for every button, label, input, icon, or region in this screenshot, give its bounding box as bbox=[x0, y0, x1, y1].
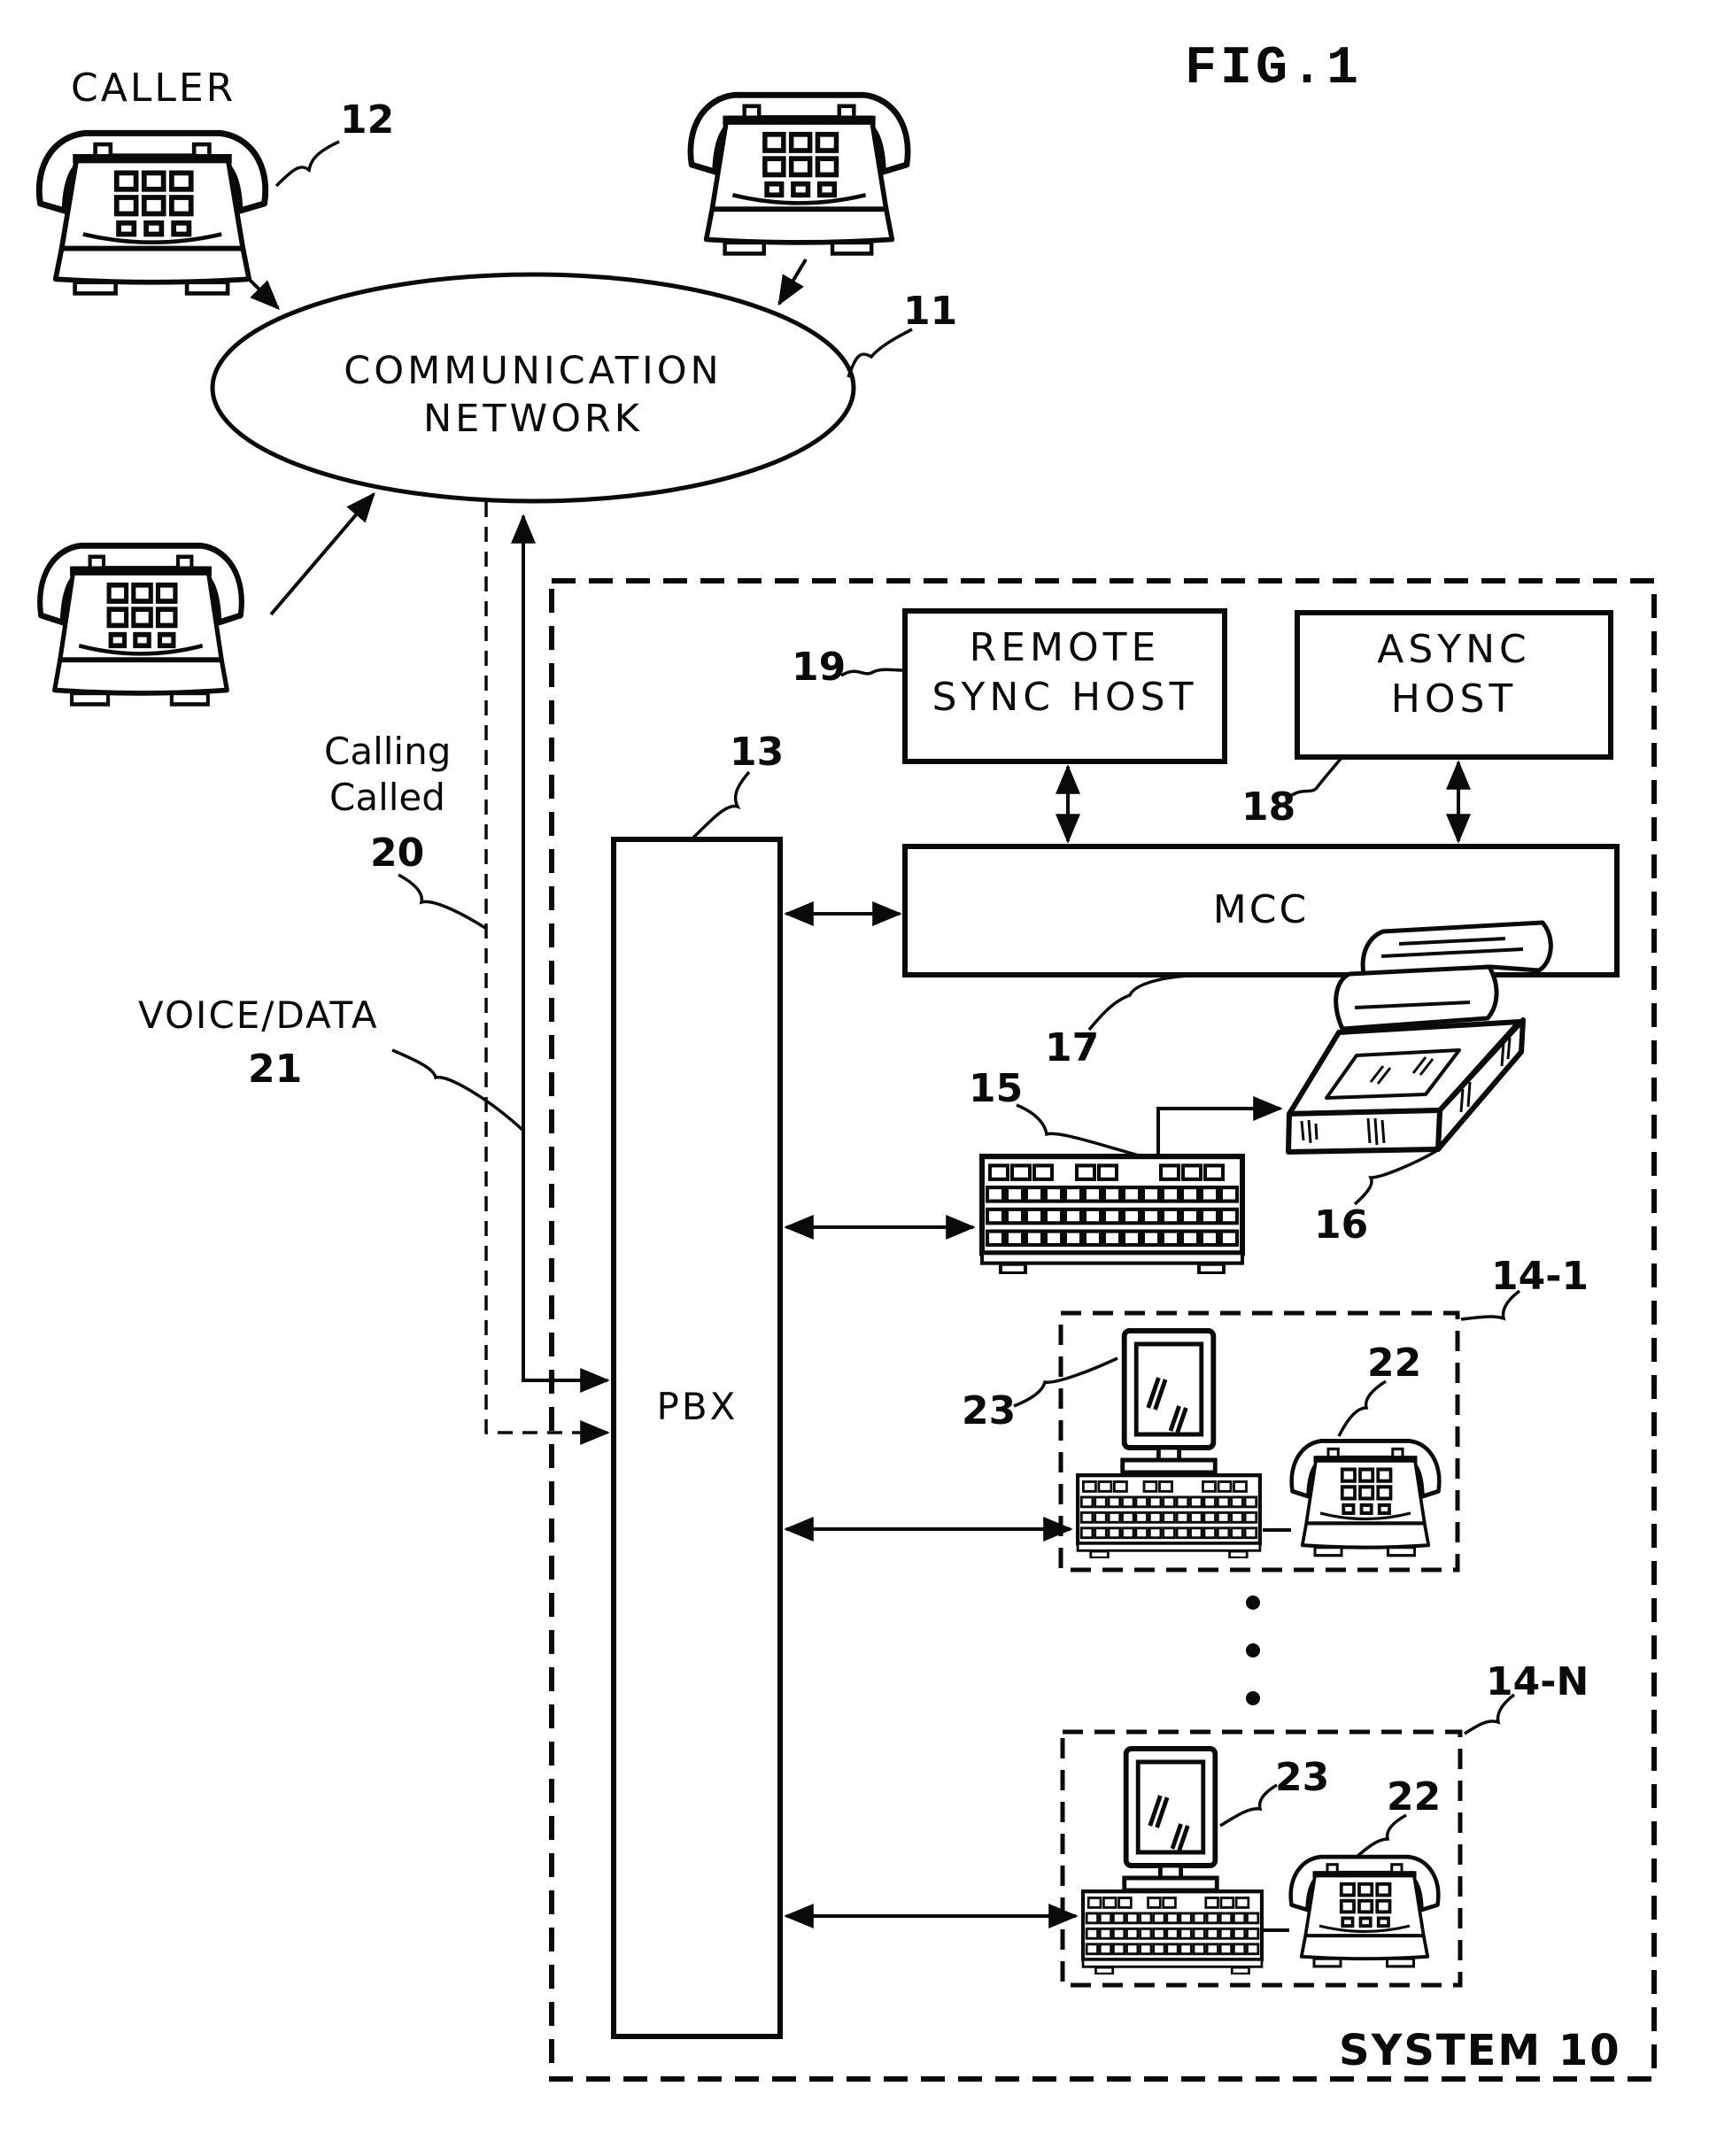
remote-sync-host-box bbox=[902, 608, 1227, 764]
leader-21 bbox=[391, 1048, 524, 1132]
telephone-icon-top bbox=[691, 95, 908, 253]
ref-12: 12 bbox=[340, 97, 395, 143]
ref-17: 17 bbox=[1045, 1025, 1100, 1070]
figure-title: FIG.1 bbox=[1185, 39, 1363, 99]
remote-sync-host-line2: SYNC HOST bbox=[932, 675, 1198, 720]
network-label-line2: NETWORK bbox=[422, 397, 644, 441]
calling-label: Calling bbox=[324, 730, 452, 773]
key-console-icon-wsn bbox=[1083, 1891, 1262, 1974]
async-host-line1: ASYNC bbox=[1377, 627, 1531, 672]
ref-23-ws1: 23 bbox=[962, 1388, 1017, 1433]
crt-monitor-icon-ws1 bbox=[1123, 1331, 1216, 1472]
leader-14-1 bbox=[1460, 1289, 1521, 1321]
leader-13 bbox=[688, 770, 751, 843]
ref-13: 13 bbox=[730, 730, 785, 775]
leader-22-1 bbox=[1337, 1379, 1387, 1437]
workstation-n-box bbox=[1060, 1729, 1463, 1988]
leader-12 bbox=[275, 140, 340, 188]
calling-called-line bbox=[484, 502, 610, 1445]
voice-data-line bbox=[511, 514, 610, 1393]
ref-14-1: 14-1 bbox=[1491, 1254, 1589, 1299]
reference-leaders bbox=[275, 140, 1521, 1862]
telephone-icon-wsn bbox=[1291, 1857, 1439, 1967]
voice-data-label: VOICE/DATA bbox=[138, 993, 379, 1037]
telephone-icon-lower-left bbox=[40, 545, 242, 704]
network-ellipse bbox=[210, 272, 856, 504]
async-host-line2: HOST bbox=[1390, 676, 1518, 722]
async-host-box bbox=[1295, 610, 1613, 760]
network-label-line1: COMMUNICATION bbox=[344, 349, 723, 393]
workstation-1-box bbox=[1058, 1310, 1460, 1573]
caller-label: CALLER bbox=[71, 66, 236, 111]
leader-17 bbox=[1087, 974, 1189, 1032]
remote-sync-host-line1: REMOTE bbox=[969, 625, 1161, 670]
leader-23-n bbox=[1219, 1783, 1278, 1828]
leader-14-n bbox=[1464, 1693, 1516, 1735]
arrow-lower-phone-to-network bbox=[269, 491, 375, 616]
ref-11: 11 bbox=[903, 289, 958, 334]
telephone-icon-ws1 bbox=[1292, 1441, 1440, 1555]
ref-21: 21 bbox=[248, 1047, 303, 1092]
leader-22-n bbox=[1351, 1813, 1407, 1862]
system-label: SYSTEM 10 bbox=[1339, 2026, 1621, 2075]
key-console-icon-ws1 bbox=[1078, 1475, 1260, 1557]
crt-monitor-icon-wsn bbox=[1125, 1749, 1218, 1890]
ref-20: 20 bbox=[370, 831, 425, 876]
pbx-label: PBX bbox=[656, 1385, 739, 1428]
ref-16: 16 bbox=[1314, 1202, 1369, 1248]
ref-14-n: 14-N bbox=[1486, 1659, 1589, 1704]
pbx-box bbox=[611, 837, 783, 2039]
ref-22-ws1: 22 bbox=[1367, 1341, 1422, 1386]
key-console-icon-15 bbox=[982, 1156, 1242, 1273]
mcc-label: MCC bbox=[1212, 887, 1310, 932]
printer-icon bbox=[1286, 920, 1553, 1155]
leader-11 bbox=[847, 328, 913, 378]
leader-18 bbox=[1284, 757, 1342, 801]
ref-18: 18 bbox=[1241, 784, 1296, 830]
arrow-console-printer bbox=[1156, 1096, 1283, 1154]
leader-19 bbox=[840, 668, 904, 677]
ellipsis-dots-icon bbox=[1246, 1596, 1260, 1705]
leader-23-1 bbox=[1013, 1356, 1118, 1408]
leader-20 bbox=[398, 873, 486, 930]
called-label: Called bbox=[329, 776, 445, 819]
leader-16 bbox=[1353, 1149, 1437, 1206]
leader-15 bbox=[1016, 1103, 1143, 1158]
telephone-icon-caller bbox=[39, 133, 265, 293]
ref-15: 15 bbox=[969, 1066, 1024, 1111]
ref-23-wsn: 23 bbox=[1275, 1755, 1330, 1800]
ref-22-wsn: 22 bbox=[1387, 1774, 1442, 1820]
ref-19: 19 bbox=[792, 645, 847, 690]
arrow-top-phone-to-network bbox=[777, 258, 808, 306]
